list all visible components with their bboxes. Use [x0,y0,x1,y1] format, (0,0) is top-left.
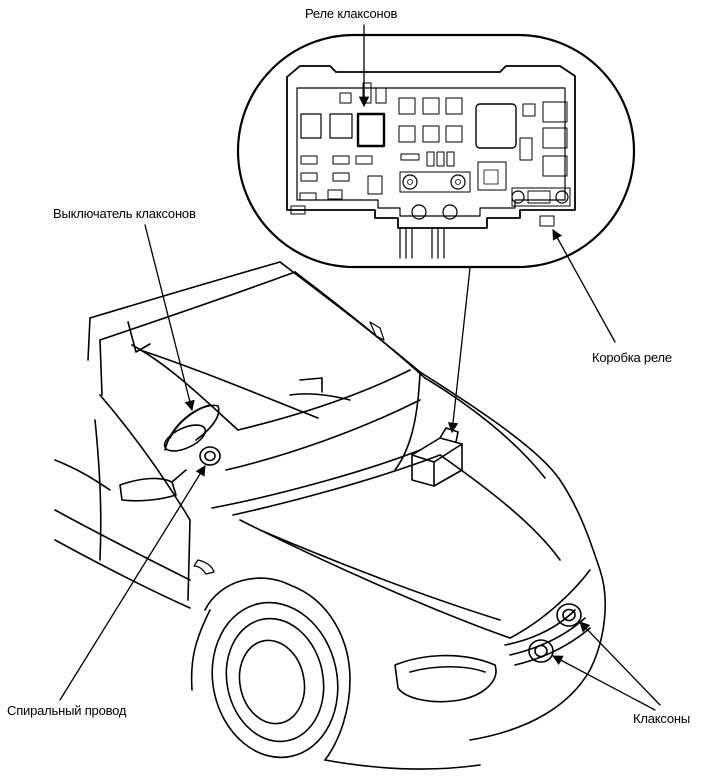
leader-relay-box [552,229,616,343]
leader-clock-spring [59,465,206,701]
horn-relay-highlight [356,112,386,148]
horn-lower [528,639,554,663]
leader-horn-switch [144,224,195,412]
leader-lines [59,24,661,711]
car-illustration [54,261,606,770]
relay-box-inset [236,33,636,269]
label-horns: Клаксоны [633,711,691,726]
label-horn-relay: Реле клаксонов [305,6,398,21]
leader-horn-upper [579,621,661,706]
leader-inset-to-car [447,267,471,434]
label-horn-switch: Выключатель клаксонов [53,206,196,221]
label-relay-box: Коробка реле [592,350,672,365]
horn-upper [556,603,582,627]
leader-horn-lower [552,655,656,711]
label-clock-spring: Спиральный провод [7,703,127,718]
